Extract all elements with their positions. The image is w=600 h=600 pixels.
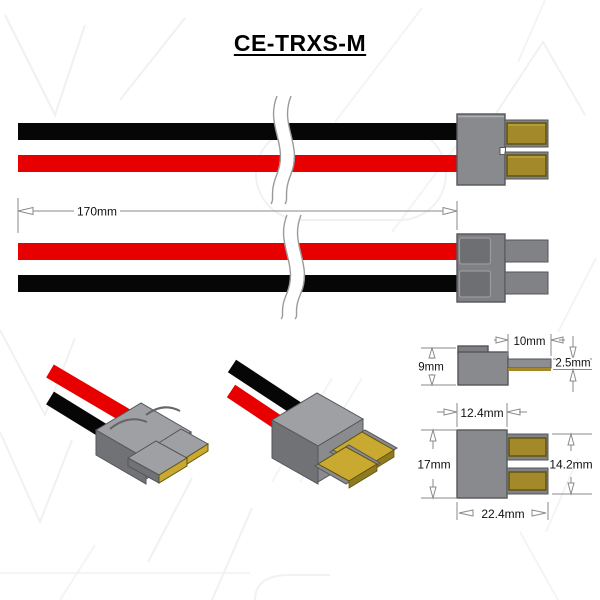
overall-depth-dimension: 22.4mm [456,502,549,521]
housing-height-dimension: 17mm [417,428,456,500]
wire-entry-top [458,237,492,265]
connector-housing [456,113,506,186]
connector-tabs-iso [127,428,209,484]
contact-span-dimension: 14.2mm [549,432,593,496]
page-title: CE-TRXS-M [233,30,367,56]
wire-red [18,155,459,172]
connector-contacts-iso [314,429,398,489]
tab-thickness-dimension: 2.5mm [553,336,592,392]
top-view-drawing: 12.4mm 17mm [417,403,593,521]
dimension-label-body-height: 9mm [418,362,444,374]
wire-black [18,275,459,292]
cable-length-dimension: 170mm [17,198,458,233]
dimension-label-body-width: 12.4mm [460,406,503,420]
contact-slot-bottom [504,271,549,295]
connector-contact-top [504,119,549,148]
gold-contact-tip [158,457,188,484]
connector-body-top [456,429,508,499]
connector-contact-bottom [504,151,549,180]
body-width-dimension: 12.4mm [437,403,527,427]
iso-view-connector-b [226,359,398,489]
connector-rear-view [456,233,549,303]
dimension-label-overall-depth: 22.4mm [481,507,524,521]
iso-view-connector-a [46,364,209,485]
tab-length-dimension: 10mm [494,334,565,356]
contact-tab-side [507,358,552,369]
cable-assembly-contact-side [18,93,549,208]
cable-break-icon [270,93,296,208]
contact-top [506,433,549,461]
wire-black [18,123,459,140]
contact-bottom [506,467,549,495]
dimension-label-cable-length: 170mm [77,205,117,219]
cable-assembly-rear-side: 170mm [17,198,549,324]
wire-red [18,243,459,260]
dimension-label-tab-thickness: 2.5mm [555,358,590,370]
cable-break-icon [280,212,306,324]
side-view-drawing: 10mm 2.5mm 9mm [418,334,592,392]
dimension-label-housing-height: 17mm [417,458,450,472]
dimension-label-tab-length: 10mm [514,336,546,348]
connector-body-side [457,351,509,386]
housing-notch [499,147,506,155]
connector-front-view [456,113,549,186]
body-height-dimension: 9mm [418,346,456,387]
contact-gold-edge [508,368,551,371]
contact-slot-top [504,239,549,263]
wire-entry-bottom [458,270,492,298]
wire-red [46,364,139,428]
dimension-label-contact-span: 14.2mm [549,458,592,472]
wire-black [227,359,310,421]
